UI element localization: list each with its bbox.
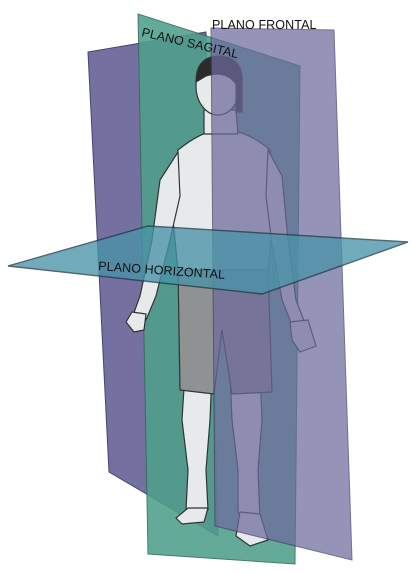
left-leg	[182, 372, 212, 520]
frontal-plane-front	[211, 28, 352, 560]
label-plano-frontal: PLANO FRONTAL	[212, 18, 317, 32]
horizontal-plane	[8, 226, 408, 294]
